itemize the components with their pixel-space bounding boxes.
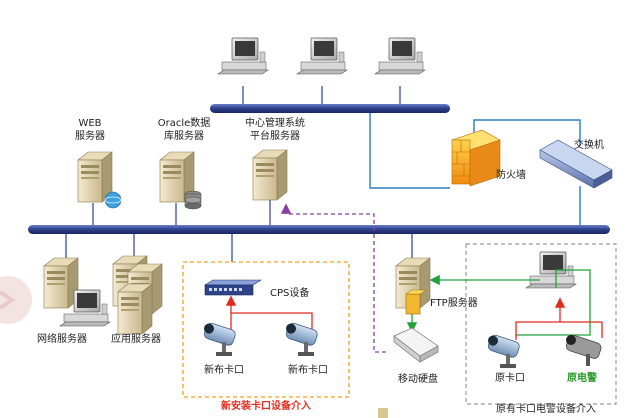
- cps-device-icon: [203, 279, 263, 296]
- ftp-server-label: FTP服务器: [430, 296, 478, 309]
- switch-label: 交换机: [574, 138, 604, 151]
- workstation-1: [217, 37, 269, 75]
- network-server-icon: [43, 257, 111, 327]
- web-server-label-line2: 服务器: [75, 129, 105, 142]
- top-network-bus: [210, 104, 450, 113]
- original-devices-group-title: 原有卡口电警设备介入: [496, 402, 596, 415]
- mobile-disk-label: 移动硬盘: [398, 372, 438, 385]
- original-telecom-camera: [565, 334, 602, 366]
- center-server-label-line1: 中心管理系统: [245, 116, 305, 129]
- center-server-label-line2: 平台服务器: [250, 129, 300, 142]
- ftp-server-icon: [395, 257, 431, 315]
- new-devices-group-box: [182, 261, 350, 398]
- main-network-bus: [28, 225, 610, 234]
- new-checkpoint-label-2: 新布卡口: [288, 363, 328, 376]
- workstation-2: [296, 37, 348, 75]
- original-devices-group-box: [465, 243, 617, 405]
- oracle-server-label-line2: 库服务器: [164, 129, 204, 142]
- firewall-label: 防火墙: [496, 168, 526, 181]
- new-checkpoint-label-1: 新布卡口: [204, 363, 244, 376]
- decorative-tile: [378, 408, 388, 418]
- new-devices-group-title: 新安装卡口设备介入: [221, 399, 311, 412]
- original-telecom-label: 原电警: [567, 371, 597, 384]
- app-server-icon: [112, 255, 163, 335]
- new-checkpoint-camera-2: [284, 321, 320, 357]
- center-server-icon: [252, 149, 288, 201]
- purple-dashed-link: [280, 203, 386, 353]
- watermark-decoration: [0, 276, 32, 324]
- original-checkpoint-label: 原卡口: [495, 371, 525, 384]
- cps-device-label: CPS设备: [270, 286, 309, 299]
- oracle-server-label-line1: Oracle数据: [158, 116, 211, 129]
- web-server-icon: [77, 151, 122, 209]
- switch-icon: [539, 139, 613, 189]
- oracle-server-icon: [159, 151, 202, 210]
- workstation-3: [374, 37, 426, 75]
- firewall-icon: [451, 129, 501, 187]
- mobile-disk-icon: [393, 327, 439, 363]
- network-server-label: 网络服务器: [37, 332, 87, 345]
- app-server-label: 应用服务器: [111, 332, 161, 345]
- web-server-label-line1: WEB: [78, 118, 101, 129]
- green-link-original: [516, 269, 591, 336]
